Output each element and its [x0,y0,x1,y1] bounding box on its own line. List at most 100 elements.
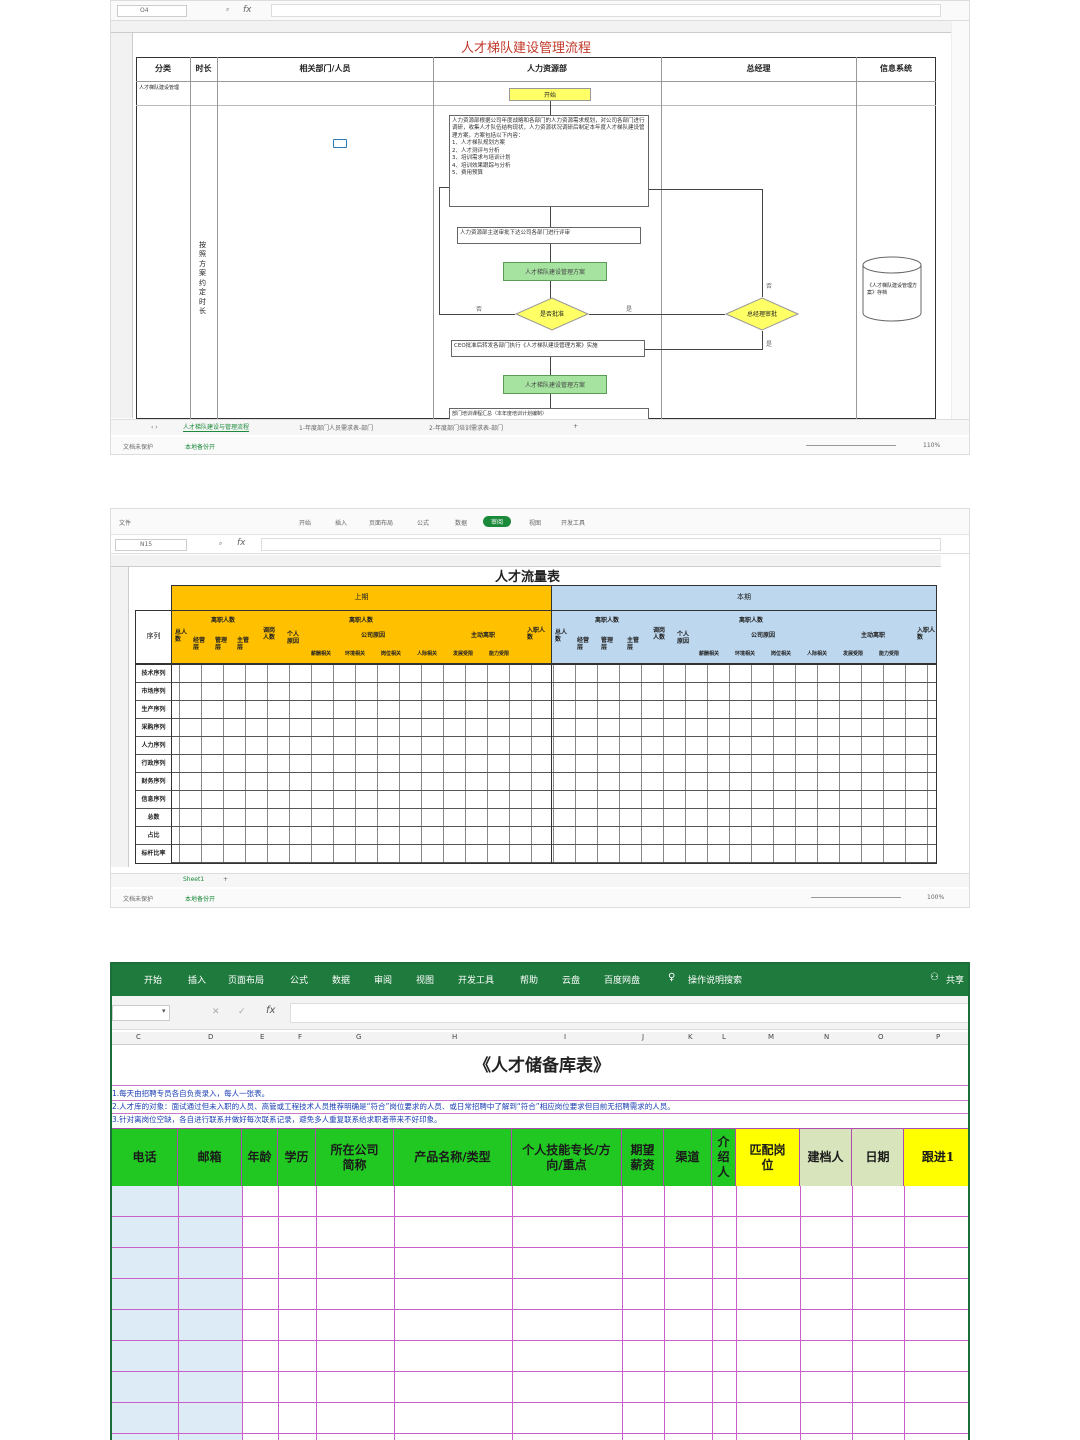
tab-layout[interactable]: 页面布局 [228,976,265,986]
tab-view[interactable]: 视图 [416,976,435,986]
tab-review[interactable]: 审阅 [374,976,393,986]
status-protect[interactable]: 文档未保护 [123,896,154,903]
menu-file[interactable]: 文件 [119,520,132,527]
tab-baidu[interactable]: 百度网盘 [604,976,641,986]
zoom-level[interactable]: 100% [927,894,945,901]
label-yes-1: 是 [626,306,633,313]
formula-input[interactable] [290,1003,968,1023]
menu-dev[interactable]: 开发工具 [561,520,586,527]
menu-view[interactable]: 视图 [529,520,542,527]
formula-bar: N15 ⌕ fx [111,536,969,554]
selection-marker-icon[interactable] [333,139,347,148]
sheet-tab-2[interactable]: 1-年度部门人员需求表-部门 [299,425,374,432]
sheet-tab-3[interactable]: 2-年度部门培训需求表-部门 [429,425,504,432]
zoom-icon[interactable]: ⌕ [219,540,223,547]
row-label: 信息序列 [136,791,171,809]
flow-database: 《人才梯队建设管理方案》存档 [861,255,923,323]
zoom-slider[interactable] [811,897,901,898]
fx-label: fx [243,5,252,15]
menu-data[interactable]: 数据 [455,520,468,527]
zoom-slider[interactable] [806,445,896,446]
header-channel: 渠道 [664,1129,712,1186]
name-box[interactable]: O4 [117,5,187,17]
band-previous: 上期 [171,585,552,611]
tab-insert[interactable]: 插入 [188,976,207,986]
row-label: 财务序列 [136,773,171,791]
category-cell: 人才梯队建设管理 [139,85,180,91]
talent-flow-spreadsheet-window: 文件 开始 插入 页面布局 公式 数据 审阅 视图 开发工具 N15 ⌕ fx … [110,508,970,908]
tab-home[interactable]: 开始 [144,976,163,986]
menu-layout[interactable]: 页面布局 [369,520,394,527]
name-box[interactable] [112,1005,170,1021]
menu-review-active[interactable]: 审阅 [483,516,512,527]
menu-insert[interactable]: 插入 [335,520,348,527]
add-sheet-icon[interactable]: + [223,876,229,883]
zoom-level[interactable]: 110% [923,442,941,449]
menu-home[interactable]: 开始 [299,520,312,527]
share-button[interactable]: 共享 [946,976,965,986]
header-company: 所在公司简称 [316,1129,394,1186]
tab-help[interactable]: 帮助 [520,976,539,986]
header-education: 学历 [278,1129,316,1186]
row-label: 市场序列 [136,683,171,701]
lightbulb-icon[interactable]: ♀ [668,972,676,983]
tell-me-search[interactable]: 操作说明搜索 [688,976,743,986]
header-hr: 人力资源部 [527,64,567,73]
user-icon[interactable]: ⚇ [930,972,939,983]
tab-nav-icon[interactable]: ‹ › [151,424,158,431]
data-grid[interactable] [135,664,937,864]
row-header [111,567,129,867]
reserve-grid[interactable] [112,1186,968,1440]
header-info-system: 信息系统 [880,64,912,73]
status-backup[interactable]: 本地备份开 [185,896,216,903]
flow-step-review: 人力资源部主送审批下达公司各部门进行评审 [457,227,641,244]
menu-bar: 文件 开始 插入 页面布局 公式 数据 审阅 视图 开发工具 [111,509,969,535]
row-label: 技术序列 [136,665,171,683]
header-category: 分类 [155,64,171,73]
flowchart-spreadsheet-window: O4 ⌕ fx 人才梯队建设管理流程 分类 时长 相关部门/人员 人力资源部 总… [110,0,970,455]
label-no-2: 否 [766,283,773,290]
name-box[interactable]: N15 [115,539,187,551]
status-bar: 文档未保护 本地备份开 100% [111,889,969,907]
header-row: 电话 邮箱 年龄 学历 所在公司简称 产品名称/类型 个人技能专长/方向/重点 … [112,1128,968,1186]
header-email: 邮箱 [178,1129,242,1186]
row-label: 标杆比率 [141,850,166,857]
column-header-strip [111,555,941,567]
confirm-icon[interactable]: ✓ [238,1007,246,1017]
row-header [111,33,133,418]
status-backup[interactable]: 本地备份开 [185,444,216,451]
flow-step-plan-doc-2: 人才梯队建设管理方案 [503,375,607,394]
formula-input[interactable] [271,4,941,17]
right-subheader-labels: 总人数 离职人数 经营层 管理层 主管层 调岗人数 离职人数 个人原因 公司原因… [555,617,936,657]
tab-data[interactable]: 数据 [332,976,351,986]
row-label: 人力序列 [136,737,171,755]
tab-developer[interactable]: 开发工具 [458,976,495,986]
header-age: 年龄 [242,1129,278,1186]
sheet-tab-active[interactable]: Sheet1 [183,876,205,883]
formula-input[interactable] [261,538,941,551]
flow-decision-approve: 是否批准 [514,297,590,331]
label-yes-2: 是 [766,341,773,348]
status-protect[interactable]: 文档未保护 [123,444,154,451]
cancel-icon[interactable]: ✕ [212,1007,220,1017]
flow-step-plan-doc: 人才梯队建设管理方案 [503,262,607,281]
menu-formula[interactable]: 公式 [417,520,430,527]
duration-cell: 按照方案约定时长 [199,241,206,316]
right-toolbar [951,21,969,419]
header-date: 日期 [852,1129,904,1186]
header-related-dept: 相关部门/人员 [299,64,351,73]
zoom-icon[interactable]: ⌕ [226,6,230,13]
chevron-down-icon[interactable]: ▾ [162,1007,166,1015]
flow-decision-gm: 总经理审批 [724,297,800,331]
fx-icon[interactable]: fx [266,1005,276,1016]
sheet-tab-active[interactable]: 人才梯队建设与管理流程 [183,424,250,432]
reserve-title: 《人才储备库表》 [112,1046,968,1086]
talent-reserve-excel-window: 开始 插入 页面布局 公式 数据 审阅 视图 开发工具 帮助 云盘 百度网盘 ♀… [110,962,970,1440]
formula-bar: O4 ⌕ fx [111,1,969,21]
flow-step-plan: 人力资源部根据公司年度战略和各部门的人力资源需求规划，对公司各部门进行调研，收集… [449,115,649,207]
add-sheet-icon[interactable]: + [573,423,579,430]
status-bar: 文档未保护 本地备份开 110% [111,437,969,454]
tab-cloud[interactable]: 云盘 [562,976,581,986]
tab-formula[interactable]: 公式 [290,976,309,986]
header-followup: 跟进1 [904,1129,968,1186]
